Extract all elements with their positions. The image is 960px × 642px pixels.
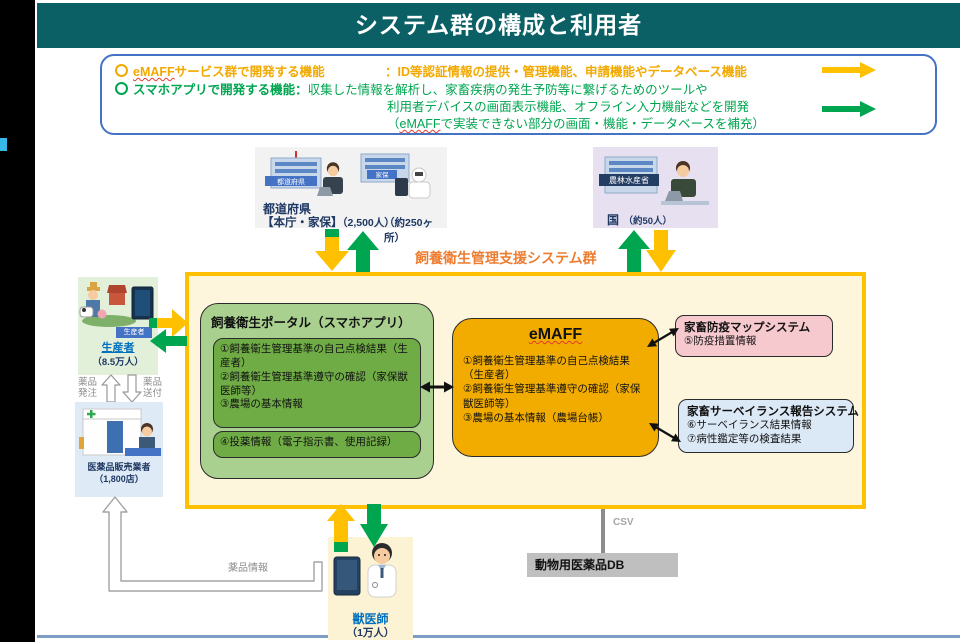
legend-item1-label: eMAFFサービス群で開発する機能 [133, 61, 325, 80]
csv-label: CSV [613, 517, 634, 528]
veterinary-drug-db-box: 動物用医薬品DB [527, 553, 678, 577]
map-system-title: 家畜防疫マップシステム [684, 322, 811, 334]
emaff-item: ②飼養衛生管理基準遵守の確認（家保獣医師等） [463, 383, 641, 410]
legend-item2-line3: （eMAFFで実装できない部分の画面・機能・データベースを補充） [387, 113, 765, 132]
svg-text:農林水産省: 農林水産省 [609, 175, 649, 185]
nation-up-arrow-icon [618, 230, 650, 272]
surveillance-title: 家畜サーベイランス報告システム [687, 406, 859, 418]
nation-actor-box: 農林水産省 国 （約50人） [593, 147, 718, 228]
drug-info-elbow-arrow-icon [102, 496, 323, 592]
portal-item: ②飼養衛生管理基準遵守の確認（家保獣医師等） [220, 370, 408, 397]
legend-item2-line3-post: で実装できない部分の画面・機能・データベースを補充） [440, 117, 765, 131]
vet-count: （1万人） [346, 627, 395, 639]
prefecture-up-arrow-icon [347, 231, 379, 272]
emaff-box: eMAFF ①飼養衛生管理基準の自己点検結果（生産者） ②飼養衛生管理基準遵守の… [452, 318, 659, 457]
emaff-item: ①飼養衛生管理基準の自己点検結果（生産者） [463, 355, 630, 382]
portal-item: ③農場の基本情報 [220, 398, 303, 411]
vet-actor-box: 獣医師 （1万人） [328, 537, 413, 640]
producer-count: （8.5万人） [92, 357, 144, 368]
legend-item2-desc: 収集した情報を解析し、家畜疾病の発生予防等に繋げるためのツールや [307, 83, 708, 97]
drug-delivery-label: 薬品送付 [143, 377, 163, 399]
surveillance-system-box: 家畜サーベイランス報告システム ⑥サーベイランス結果情報 ⑦病性鑑定等の検査結果 [678, 399, 859, 453]
producer-illustration [79, 282, 154, 327]
prefecture-down-arrow-icon [315, 229, 349, 271]
prefecture-count: （2,500人） [337, 217, 395, 229]
drug-seller-count: （1,800店） [94, 474, 144, 484]
portal-item: ④投薬情報（電子指示書、使用記録） [220, 436, 398, 448]
nation-count: （約50人） [623, 216, 673, 227]
surveillance-item: ⑦病性鑑定等の検査結果 [687, 432, 802, 445]
producer-to-system-arrow-icon [149, 309, 188, 337]
svg-text:家保: 家保 [376, 170, 390, 179]
nation-name: 国 [607, 213, 620, 227]
emaff-surveillance-link-arrow-icon [649, 423, 681, 442]
drug-seller-name: 医薬品販売業者 [87, 462, 151, 472]
portal-items-box: ①飼養衛生管理基準の自己点検結果（生産者） ②飼養衛生管理基準遵守の確認（家保獣… [213, 338, 421, 428]
emaff-title: eMAFF [453, 326, 658, 344]
portal-title: 飼養衛生ポータル（スマホアプリ） [211, 316, 411, 330]
map-system-item: ⑤防疫措置情報 [684, 335, 757, 347]
left-edge-marker [0, 138, 7, 151]
vet-up-arrow-icon [327, 504, 355, 552]
prefecture-sites: （約250ヶ所） [384, 217, 434, 244]
legend-item2-line1: スマホアプリで開発する機能：収集した情報を解析し、家畜疾病の発生予防等に繋げるた… [133, 79, 708, 98]
legend-item2-line2: 利用者デバイスの画面表示機能、オフライン入力機能などを開発 [387, 100, 750, 114]
prefecture-name2: 【本庁・家保】 [262, 217, 343, 229]
vet-illustration [333, 543, 397, 598]
portal-box: 飼養衛生ポータル（スマホアプリ） ①飼養衛生管理基準の自己点検結果（生産者） ②… [200, 303, 434, 479]
portal-emaff-link-arrow-icon [420, 381, 454, 393]
system-to-producer-arrow-icon [150, 329, 187, 353]
legend-item2-line3-pre: （ [387, 117, 400, 131]
page-title: システム群の構成と利用者 [37, 3, 960, 48]
prefecture-illustration: 都道府県 家保 [265, 151, 431, 199]
legend-item1-label-ja: サービス群で開発する機能 [174, 65, 325, 79]
emaff-title-text: eMAFF [528, 326, 583, 343]
surveillance-item: ⑥サーベイランス結果情報 [687, 419, 812, 431]
bullet-circle-icon-orange [115, 64, 128, 77]
system-group-title: 飼養衛生管理支援システム群 [415, 250, 597, 266]
prefecture-actor-box: 都道府県 家保 都道府県 【本庁・家保】 （2,500人） （約250ヶ所） [255, 147, 447, 244]
portal-item: ①飼養衛生管理基準の自己点検結果（生産者） [220, 343, 408, 369]
map-system-box: 家畜防疫マップシステム ⑤防疫措置情報 [675, 315, 833, 357]
bullet-circle-icon-green [115, 82, 128, 95]
legend-item2-label: スマホアプリで開発する機能： [133, 83, 308, 97]
vet-down-arrow-icon [360, 504, 388, 547]
prefecture-name: 都道府県 [263, 202, 312, 216]
producer-name: 生産者 [101, 342, 135, 354]
bottom-divider [37, 635, 960, 638]
legend-item1-desc: ：ID等認証情報の提供・管理機能、申請機能やデータベース機能 [385, 65, 747, 79]
svg-text:都道府県: 都道府県 [277, 177, 305, 186]
csv-connector-line [601, 509, 605, 553]
left-film-strip [0, 0, 35, 642]
order-delivery-arrows-icon [101, 374, 142, 403]
drug-seller-actor-box: 医薬品販売業者 （1,800店） [75, 402, 163, 497]
emaff-items: ①飼養衛生管理基準の自己点検結果（生産者） ②飼養衛生管理基準遵守の確認（家保獣… [463, 354, 649, 425]
drug-seller-illustration [79, 408, 161, 456]
vet-name: 獣医師 [352, 612, 389, 626]
nation-down-arrow-icon [646, 230, 676, 272]
emaff-map-link-arrow-icon [647, 328, 679, 347]
drug-order-label: 薬品発注 [78, 377, 98, 399]
nation-caption: 国 （約50人） [607, 211, 672, 229]
producer-actor-box: 生産者 生産者 （8.5万人） [78, 277, 158, 375]
drug-info-label: 薬品情報 [228, 563, 268, 574]
legend-item2-line3-en: eMAFF [399, 117, 441, 131]
yellow-right-arrow-icon [822, 62, 876, 78]
producer-tag: 生産者 [116, 327, 152, 338]
legend-box: eMAFFサービス群で開発する機能 ：ID等認証情報の提供・管理機能、申請機能や… [100, 54, 937, 135]
legend-item1-label-en: eMAFF [133, 65, 175, 79]
emaff-item: ③農場の基本情報（農場台帳） [463, 411, 609, 424]
portal-medication-box: ④投薬情報（電子指示書、使用記録） [213, 431, 421, 458]
nation-illustration: 農林水産省 [599, 156, 709, 205]
green-right-arrow-icon [822, 101, 876, 117]
